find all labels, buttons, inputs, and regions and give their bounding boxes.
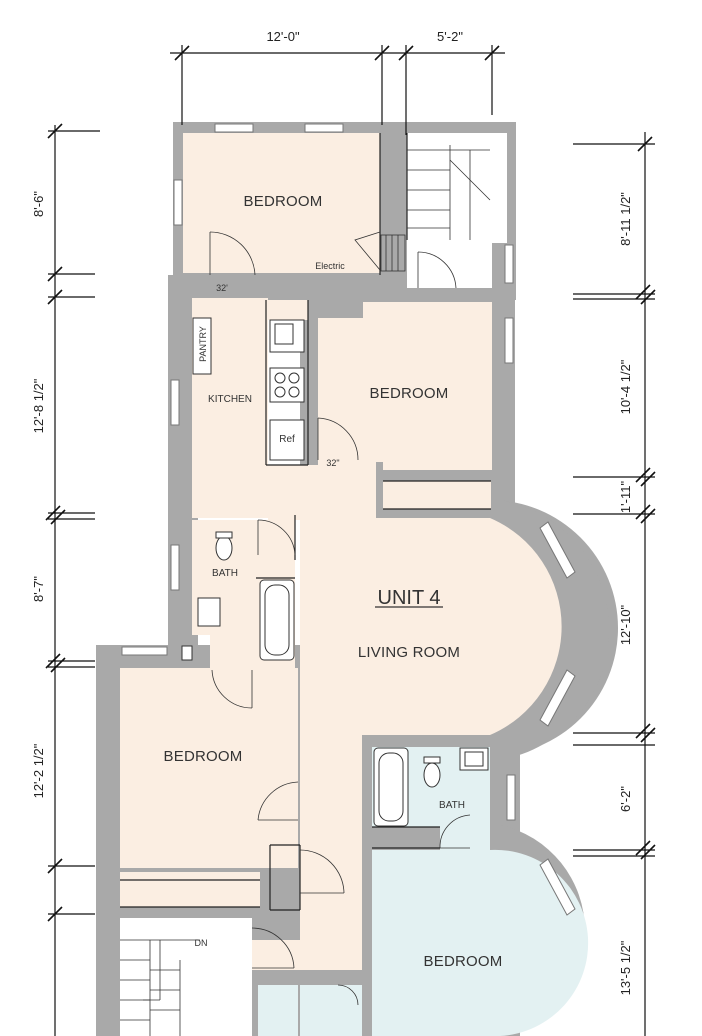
- dim-right-3: 1'-11": [618, 481, 633, 514]
- label-dn: DN: [195, 938, 208, 948]
- interior-lines: [120, 133, 491, 911]
- pantry-shelf: [192, 317, 212, 375]
- top-stairs: [380, 145, 491, 272]
- room-label-bedroom-left: BEDROOM: [164, 748, 243, 765]
- stove: [269, 367, 305, 403]
- bottom-stairs: [120, 939, 200, 1036]
- dim-left-3: 8'-7": [31, 576, 46, 602]
- dim-top-1: 12'-0": [266, 29, 300, 44]
- refrigerator: [269, 419, 305, 461]
- dim-left-2: 12'-8 1/2": [31, 378, 46, 433]
- sink-left: [197, 597, 221, 627]
- room-label-bath-right: BATH: [439, 800, 465, 811]
- dimension-lines: [45, 45, 656, 1036]
- room-label-bedroom-top: BEDROOM: [244, 193, 323, 210]
- dimension-labels: 12'-0" 5'-2" 8'-6" 12'-8 1/2" 8'-7" 12'-…: [31, 29, 633, 995]
- dim-right-4: 12'-10": [618, 604, 633, 645]
- dim-right-5: 6'-2": [618, 786, 633, 812]
- label-electric: Electric: [315, 261, 345, 271]
- room-label-pantry: PANTRY: [198, 326, 208, 362]
- dim-left-4: 12'-2 1/2": [31, 743, 46, 798]
- room-label-living: LIVING ROOM: [358, 644, 460, 661]
- dim-left-1: 8'-6": [31, 191, 46, 217]
- room-label-bedroom-mid: BEDROOM: [370, 385, 449, 402]
- dim-right-1: 8'-11 1/2": [618, 192, 633, 246]
- label-door-32-a: 32': [216, 283, 228, 293]
- room-labels: BEDROOM BEDROOM BEDROOM BEDROOM UNIT 4 L…: [164, 193, 503, 970]
- label-ref: Ref: [279, 434, 295, 445]
- dim-right-2: 10'-4 1/2": [618, 359, 633, 414]
- label-door-32-b: 32": [326, 458, 339, 468]
- room-label-kitchen: KITCHEN: [208, 394, 252, 405]
- fixtures: [120, 145, 491, 1036]
- room-label-bath-left: BATH: [212, 568, 238, 579]
- dim-top-2: 5'-2": [437, 29, 463, 44]
- unit-title: UNIT 4: [378, 587, 441, 609]
- dim-right-6: 13'-5 1/2": [618, 940, 633, 995]
- windows: [121, 123, 576, 916]
- floors: [120, 133, 589, 1036]
- toilet-left: [215, 535, 233, 561]
- doors: [209, 231, 471, 1006]
- toilet-right: [423, 762, 441, 788]
- room-label-bedroom-bottom: BEDROOM: [424, 953, 503, 970]
